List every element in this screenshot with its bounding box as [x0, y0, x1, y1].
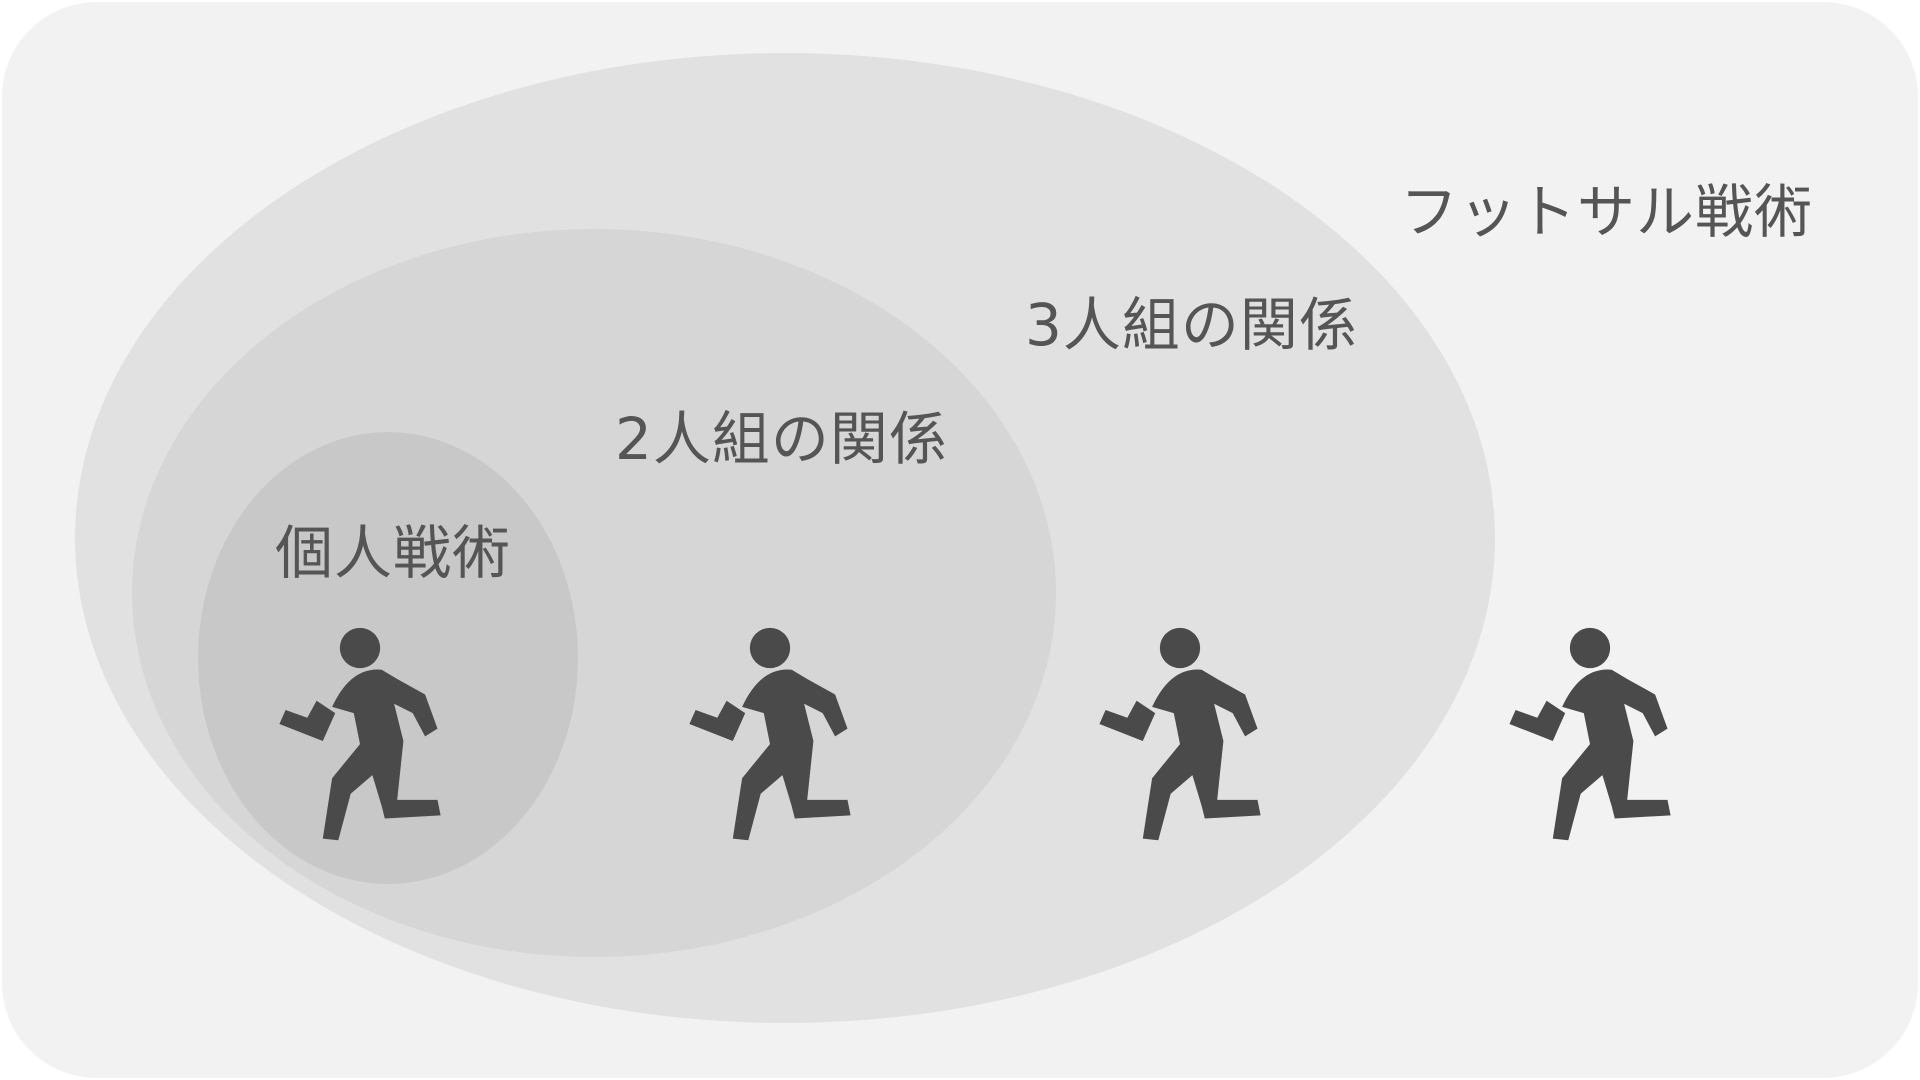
label-pair-relationship: 2人組の関係 — [615, 405, 948, 473]
label-futsal-tactics: フットサル戦術 — [1400, 178, 1814, 246]
running-person-icon — [689, 627, 851, 841]
running-person-icon — [279, 627, 441, 841]
running-person-icon — [1099, 627, 1261, 841]
inner-ellipse-individual — [198, 432, 578, 884]
running-person-icon — [1509, 627, 1671, 841]
label-trio-relationship: 3人組の関係 — [1025, 291, 1358, 359]
label-individual-tactics: 個人戦術 — [275, 519, 512, 587]
figures-layer — [279, 627, 1671, 841]
